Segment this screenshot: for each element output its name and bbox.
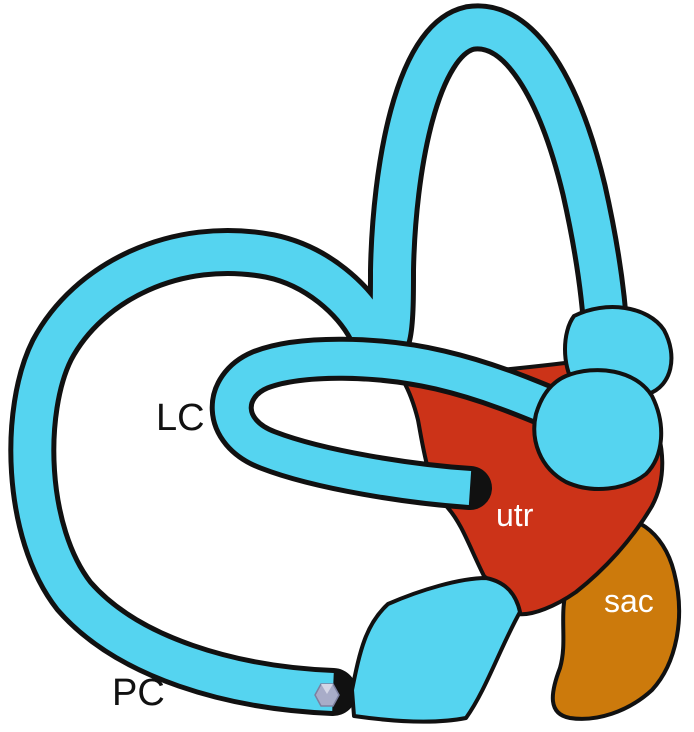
lateral-ampulla [534, 370, 661, 489]
hexagon-marker-icon [315, 684, 339, 706]
pc-label: PC [112, 672, 165, 714]
utr-label: utr [496, 497, 534, 533]
posterior-ampulla [352, 578, 520, 722]
lc-label: LC [156, 397, 205, 439]
sac-label: sac [604, 583, 654, 619]
